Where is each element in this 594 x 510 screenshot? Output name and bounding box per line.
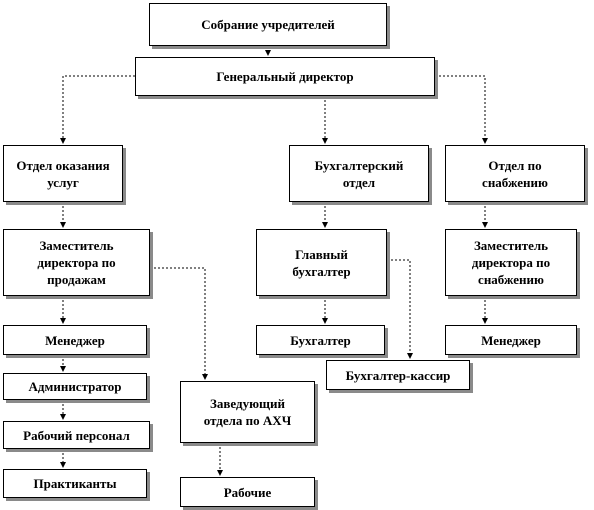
node-cashier-accountant: Бухгалтер-кассир	[326, 360, 470, 390]
node-deputy-director-sales: Заместитель директора по продажам	[3, 229, 150, 296]
node-chief-accountant: Главный бухгалтер	[256, 229, 387, 296]
node-manager-sales: Менеджер	[3, 325, 147, 355]
node-workers: Рабочие	[180, 477, 315, 507]
connector-director-supply	[435, 75, 488, 144]
node-supply-department: Отдел по снабжению	[445, 145, 585, 202]
node-services-department: Отдел оказания услуг	[3, 145, 123, 202]
node-administrator: Администратор	[3, 373, 147, 400]
node-accounting-department: Бухгалтерский отдел	[289, 145, 429, 202]
node-head-ahch: Заведующий отдела по АХЧ	[180, 381, 315, 443]
connector-chief-cashier	[387, 259, 413, 359]
node-founders: Собрание учредителей	[149, 3, 387, 46]
connector-director-services	[60, 75, 135, 144]
connector-deputy-head-ahch	[150, 267, 208, 380]
node-interns: Практиканты	[3, 469, 147, 498]
node-working-staff: Рабочий персонал	[3, 421, 150, 449]
node-accountant: Бухгалтер	[256, 325, 385, 355]
node-manager-supply: Менеджер	[445, 325, 577, 355]
node-general-director: Генеральный директор	[135, 57, 435, 96]
node-deputy-director-supply: Заместитель директора по снабжению	[445, 229, 577, 296]
